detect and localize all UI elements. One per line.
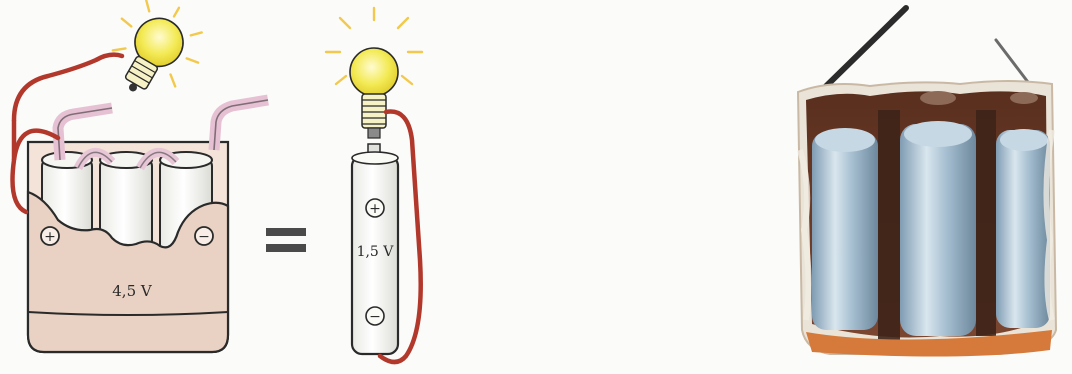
battery-pack: + − 4,5 V	[28, 100, 268, 352]
cell-minus-terminal: −	[366, 307, 384, 325]
photo-cells	[812, 110, 1050, 340]
cell-voltage-label: 1,5 V	[357, 244, 395, 260]
pack-plus-terminal: +	[41, 227, 59, 245]
pack-minus-symbol: −	[198, 229, 210, 245]
single-cell-assembly: + 1,5 V −	[326, 8, 422, 362]
light-bulb-icon	[326, 8, 422, 138]
battery-photo	[798, 8, 1056, 357]
pack-minus-terminal: −	[195, 227, 213, 245]
equals-sign	[266, 228, 306, 252]
cell-plus-symbol: +	[369, 201, 381, 217]
photo-cell-2	[900, 124, 976, 336]
bulb-right	[326, 8, 422, 138]
equals-symbol-text: =	[0, 0, 1, 1]
cell-plus-terminal: +	[366, 199, 384, 217]
pack-plus-symbol: +	[44, 229, 56, 245]
cell-minus-symbol: −	[369, 309, 381, 325]
photo-cell-3	[996, 130, 1050, 328]
photo-cell-1	[812, 132, 878, 330]
pack-voltage-label: 4,5 V	[112, 282, 153, 300]
